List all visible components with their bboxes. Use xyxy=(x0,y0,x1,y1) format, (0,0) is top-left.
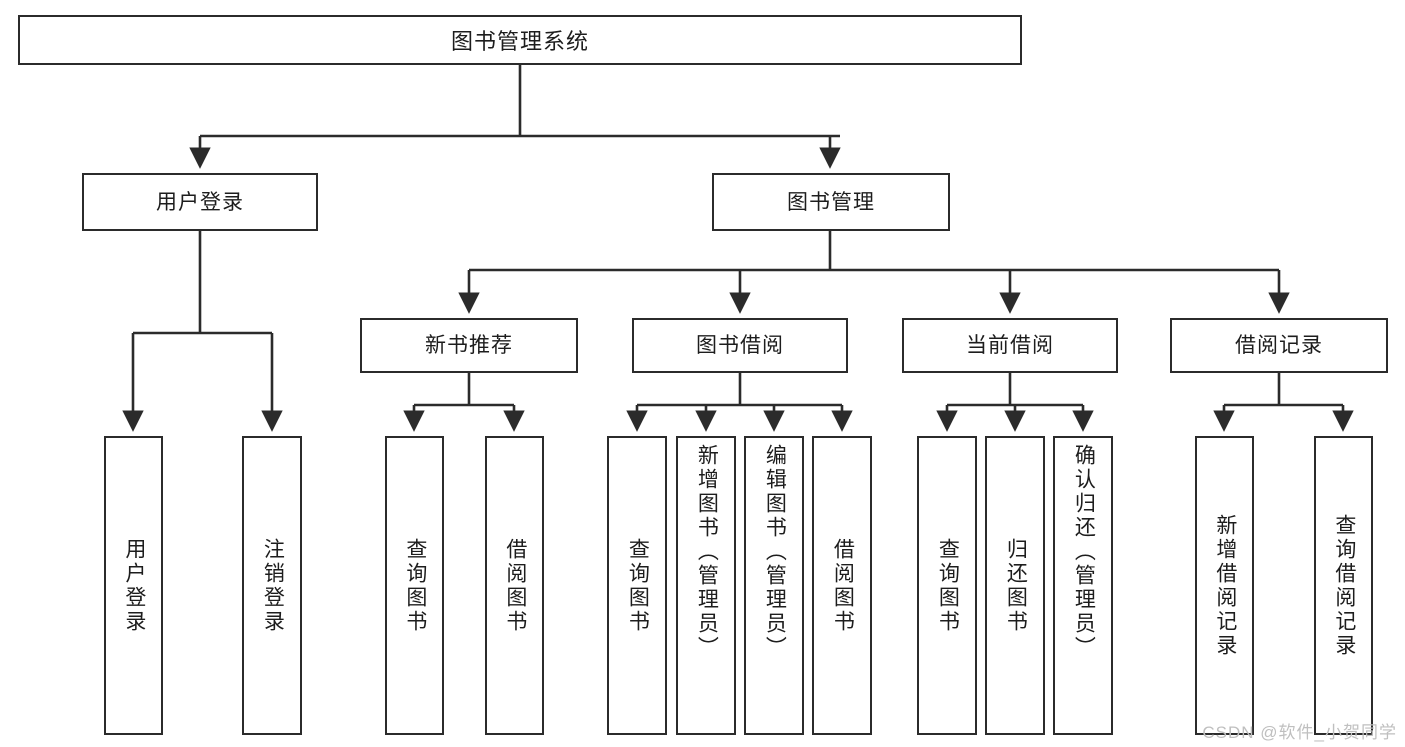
leaf-book-borrow-2-label: 新增图书（管理员） xyxy=(695,444,719,660)
node-book-borrow-label: 图书借阅 xyxy=(696,334,784,357)
node-book-borrow[interactable]: 图书借阅 xyxy=(632,318,848,373)
node-root-system[interactable]: 图书管理系统 xyxy=(18,15,1022,65)
node-book-manage[interactable]: 图书管理 xyxy=(712,173,950,231)
node-new-book-recommend-label: 新书推荐 xyxy=(425,334,513,357)
leaf-new-book-2[interactable]: 借阅图书 xyxy=(485,436,544,735)
leaf-current-borrow-2-label: 归还图书 xyxy=(1004,537,1028,634)
leaf-book-borrow-1[interactable]: 查询图书 xyxy=(607,436,667,735)
leaf-book-borrow-4-label: 借阅图书 xyxy=(831,537,855,634)
leaf-new-book-2-label: 借阅图书 xyxy=(503,537,527,634)
leaf-borrow-record-1-label: 新增借阅记录 xyxy=(1213,513,1237,658)
leaf-user-login-1-label: 用户登录 xyxy=(122,537,146,634)
node-borrow-record-label: 借阅记录 xyxy=(1235,334,1323,357)
leaf-book-borrow-3[interactable]: 编辑图书（管理员） xyxy=(744,436,804,735)
leaf-book-borrow-3-label: 编辑图书（管理员） xyxy=(763,444,787,660)
node-borrow-record[interactable]: 借阅记录 xyxy=(1170,318,1388,373)
leaf-book-borrow-1-label: 查询图书 xyxy=(626,537,650,634)
leaf-borrow-record-2[interactable]: 查询借阅记录 xyxy=(1314,436,1373,735)
leaf-current-borrow-1[interactable]: 查询图书 xyxy=(917,436,977,735)
node-current-borrow-label: 当前借阅 xyxy=(966,334,1054,357)
leaf-current-borrow-3-label: 确认归还（管理员） xyxy=(1072,444,1096,660)
leaf-current-borrow-1-label: 查询图书 xyxy=(936,537,960,634)
node-user-login[interactable]: 用户登录 xyxy=(82,173,318,231)
node-book-manage-label: 图书管理 xyxy=(787,190,875,214)
node-current-borrow[interactable]: 当前借阅 xyxy=(902,318,1118,373)
leaf-new-book-1[interactable]: 查询图书 xyxy=(385,436,444,735)
watermark: CSDN @软件_小贺同学 xyxy=(1202,723,1397,742)
leaf-book-borrow-4[interactable]: 借阅图书 xyxy=(812,436,872,735)
leaf-current-borrow-3[interactable]: 确认归还（管理员） xyxy=(1053,436,1113,735)
leaf-borrow-record-2-label: 查询借阅记录 xyxy=(1332,513,1356,658)
node-root-label: 图书管理系统 xyxy=(450,29,589,54)
leaf-user-login-1[interactable]: 用户登录 xyxy=(104,436,163,735)
leaf-book-borrow-2[interactable]: 新增图书（管理员） xyxy=(676,436,736,735)
node-new-book-recommend[interactable]: 新书推荐 xyxy=(360,318,578,373)
leaf-new-book-1-label: 查询图书 xyxy=(403,537,427,634)
leaf-current-borrow-2[interactable]: 归还图书 xyxy=(985,436,1045,735)
leaf-borrow-record-1[interactable]: 新增借阅记录 xyxy=(1195,436,1254,735)
leaf-user-login-2[interactable]: 注销登录 xyxy=(242,436,302,735)
leaf-user-login-2-label: 注销登录 xyxy=(261,537,285,634)
node-user-login-label: 用户登录 xyxy=(156,190,244,214)
